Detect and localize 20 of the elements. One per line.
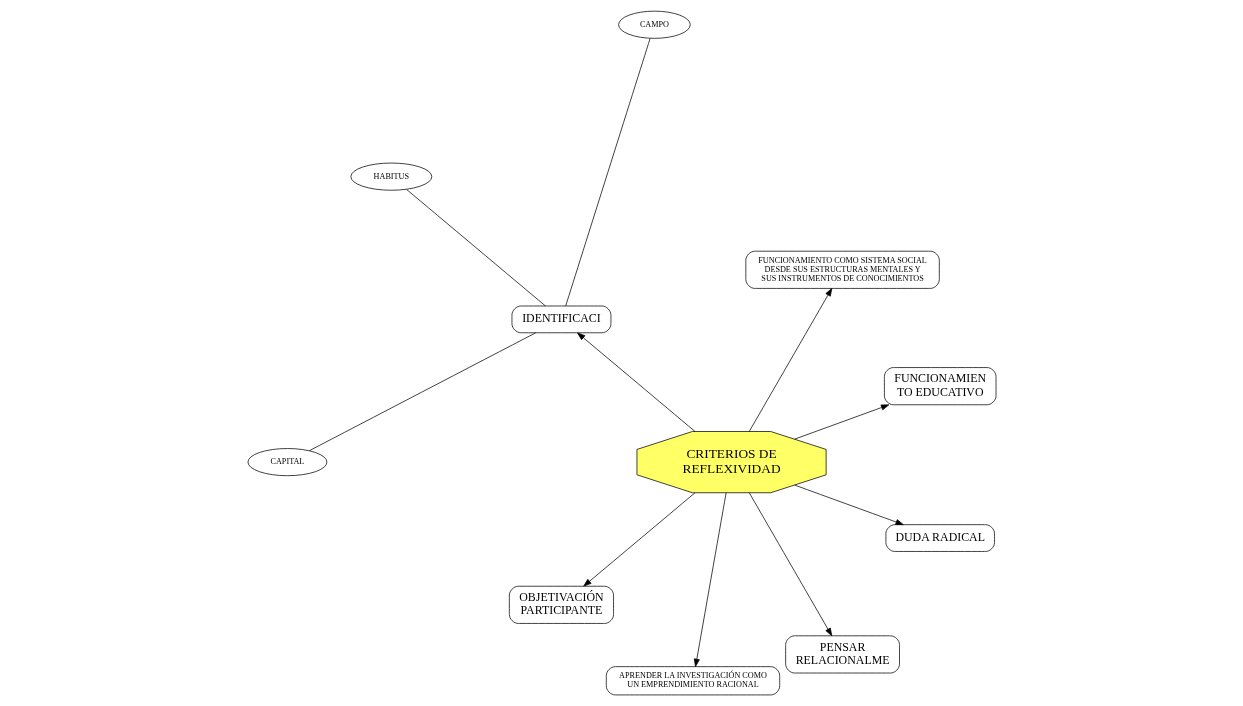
node-ellipse: CAPITAL: [247, 448, 327, 477]
node-box: IDENTIFICACI: [511, 305, 611, 334]
arrow: [748, 288, 832, 432]
node-ellipse: HABITUS: [350, 162, 432, 191]
arrow: [576, 332, 695, 432]
connector: [308, 332, 536, 451]
node-box: DUDA RADICAL: [885, 524, 995, 552]
arrow: [748, 492, 832, 637]
arrow: [693, 492, 726, 667]
node-box: OBJETIVACIÓN PARTICIPANTE: [508, 585, 614, 624]
node-box: FUNCIONAMIENTO COMO SISTEMA SOCIAL DESDE SUS ESTRUCTURAS MENTALES Y SUS INSTRUMENTOS DE CONOCIMIENTOS: [744, 250, 940, 289]
node-box: PENSAR RELACIONALME: [784, 635, 900, 674]
connector: [405, 189, 546, 307]
node-ellipse: CAMPO: [617, 10, 691, 39]
connector: [564, 38, 650, 307]
node-box: FUNCIONAMIEN TO EDUCATIVO: [883, 367, 996, 406]
arrow: [582, 492, 695, 587]
arrow: [793, 484, 904, 525]
node-box: APRENDER LA INVESTIGACIÓN COMO UN EMPRENDIMIENTO RACIONAL: [605, 666, 780, 696]
arrow: [793, 404, 889, 440]
